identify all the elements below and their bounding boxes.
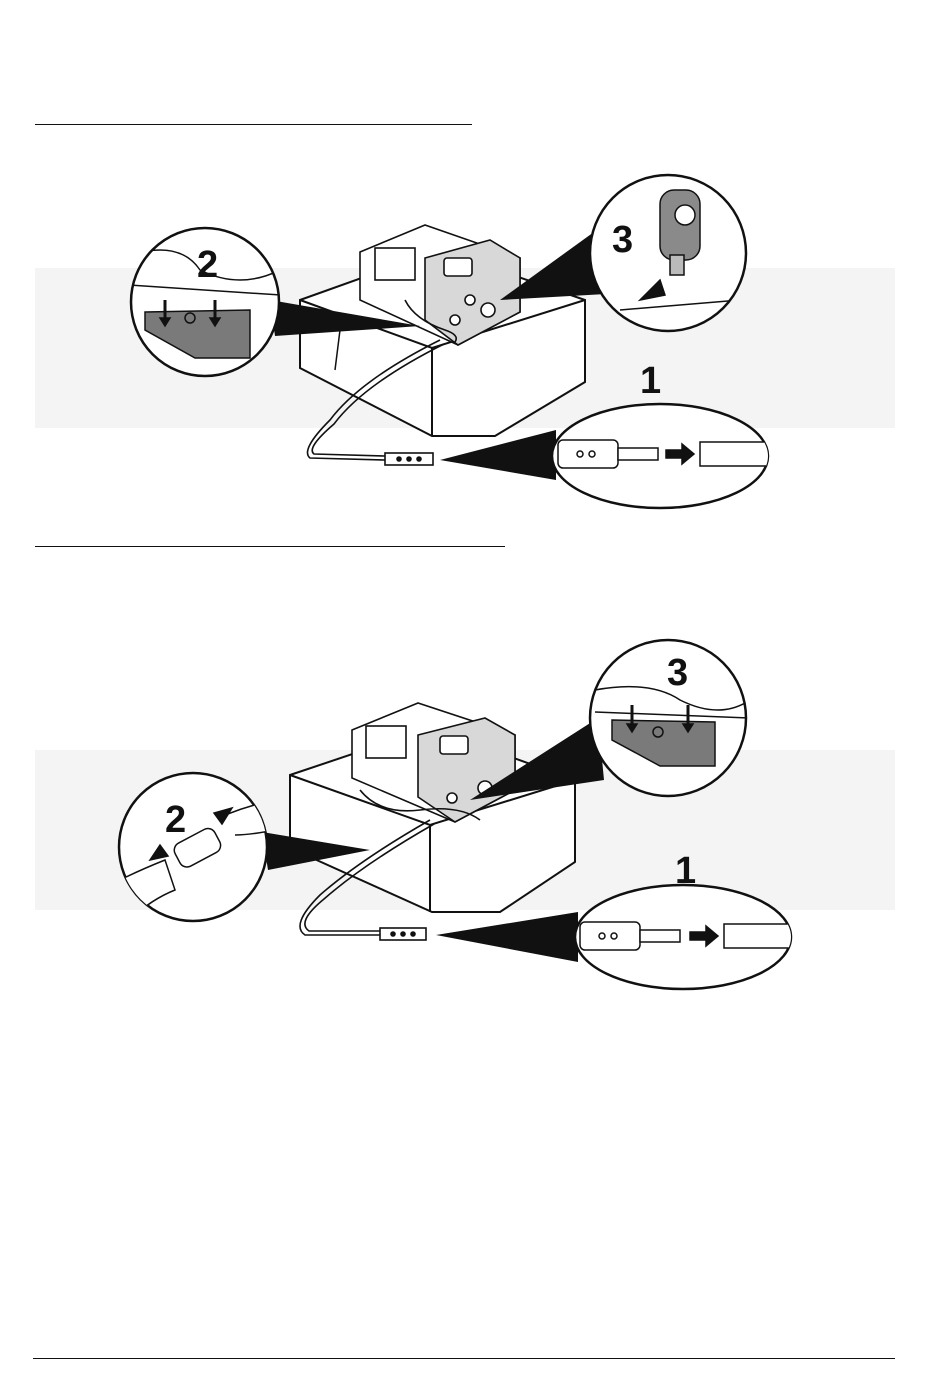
callout-3-detail: 3: [590, 175, 746, 331]
callout-beam-1: [440, 430, 556, 480]
section-rule-middle: [35, 546, 505, 547]
callout-1-number: 1: [640, 360, 661, 402]
callout-3-number: 3: [612, 219, 633, 261]
section-rule-top: [35, 124, 472, 125]
callout-1-number: 1: [675, 850, 696, 892]
callout-2-number: 2: [165, 799, 186, 841]
callout-3-number: 3: [667, 652, 688, 694]
footer-rule: [33, 1358, 895, 1359]
figure-2-svg: 2 3 1: [0, 630, 950, 1000]
figure-2-illustration: 2 3 1: [0, 630, 950, 1000]
figure-1-illustration: 2 3 1: [0, 170, 950, 530]
callout-2-number: 2: [197, 244, 218, 286]
figure-1-svg: 2 3 1: [0, 170, 950, 530]
callout-2-detail: 2: [130, 228, 280, 376]
callout-beam-1: [436, 912, 578, 962]
